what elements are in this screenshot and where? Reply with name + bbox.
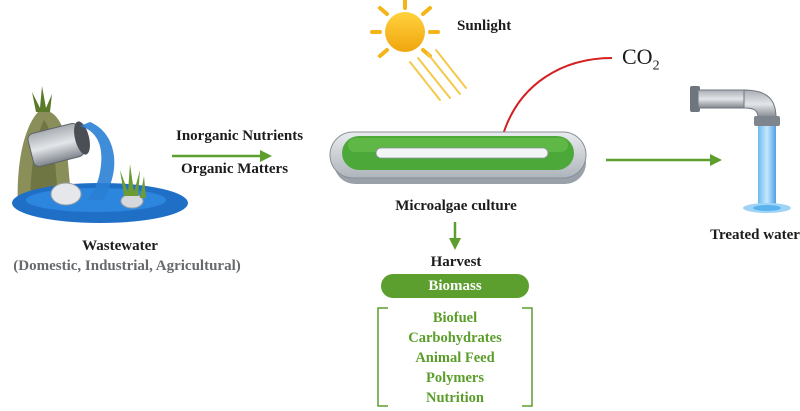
co2-label: CO2 [622, 44, 660, 74]
water-fall [743, 126, 791, 213]
wastewater-illustration [12, 86, 188, 223]
wastewater-types-label: (Domestic, Industrial, Agricultural) [13, 258, 241, 274]
faucet-icon [690, 86, 780, 126]
organic-matters-label: Organic Matters [181, 161, 289, 177]
products-bracket [377, 307, 533, 407]
treated-water-label: Treated water [710, 227, 800, 243]
inorganic-nutrients-label: Inorganic Nutrients [176, 128, 304, 144]
product-item: Polymers [426, 370, 484, 386]
raceway-pond [329, 131, 587, 184]
co2-base: CO [622, 44, 653, 69]
biomass-label: Biomass [428, 278, 482, 294]
product-item: Carbohydrates [408, 330, 502, 346]
product-item: Animal Feed [415, 350, 495, 366]
product-item: Biofuel [432, 310, 478, 326]
sunlight-rays [409, 49, 467, 101]
arrow-to-treated [606, 154, 722, 166]
grass-tuft [32, 86, 52, 112]
sun-icon [370, 0, 440, 58]
products-list: Biofuel Carbohydrates Animal Feed Polyme… [376, 308, 534, 408]
wastewater-stream [80, 122, 115, 200]
wastewater-label: Wastewater [82, 238, 158, 254]
harvest-label: Harvest [430, 254, 482, 270]
sunlight-label: Sunlight [457, 18, 512, 34]
arrow-to-culture [172, 150, 272, 162]
arrow-to-harvest [449, 222, 461, 250]
stone [50, 182, 82, 206]
product-item: Nutrition [426, 390, 484, 406]
culture-label: Microalgae culture [395, 198, 517, 214]
co2-subscript: 2 [652, 58, 660, 74]
drain-pipe [27, 121, 90, 168]
biomass-badge: Biomass [381, 274, 529, 298]
reeds [120, 164, 146, 198]
